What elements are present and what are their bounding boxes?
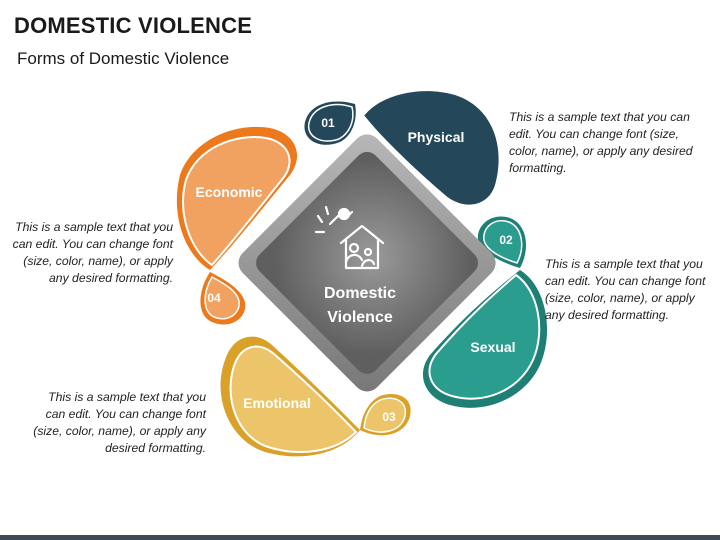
economic-description: This is a sample text that you can edit.…	[12, 220, 173, 285]
center-diamond	[238, 134, 496, 392]
number-blob-01	[304, 101, 356, 145]
sexual-description: This is a sample text that you can edit.…	[545, 257, 706, 322]
physical-description: This is a sample text that you can edit.…	[509, 110, 693, 175]
number-blob-04	[200, 272, 246, 325]
page-subtitle: Forms of Domestic Violence	[17, 49, 230, 68]
sexual-label: Sexual	[470, 339, 515, 355]
number-03: 03	[382, 410, 396, 424]
sexual-shape	[422, 270, 548, 408]
economic-label: Economic	[196, 184, 263, 200]
page-title: DOMESTIC VIOLENCE	[14, 13, 253, 38]
physical-label: Physical	[408, 129, 465, 145]
number-blob-03	[360, 394, 411, 436]
emotional-description: This is a sample text that you can edit.…	[33, 390, 206, 455]
number-04: 04	[207, 291, 221, 305]
economic-shape	[176, 126, 298, 271]
number-01: 01	[321, 116, 335, 130]
emotional-shape	[220, 336, 360, 457]
number-blob-02	[477, 216, 526, 268]
physical-shape	[358, 85, 505, 211]
center-title-line2: Violence	[327, 309, 393, 326]
number-02: 02	[499, 233, 513, 247]
family-home-protection-icon	[314, 205, 385, 270]
footer-bar	[0, 535, 720, 540]
emotional-label: Emotional	[243, 395, 311, 411]
center-title-line1: Domestic	[324, 285, 396, 302]
